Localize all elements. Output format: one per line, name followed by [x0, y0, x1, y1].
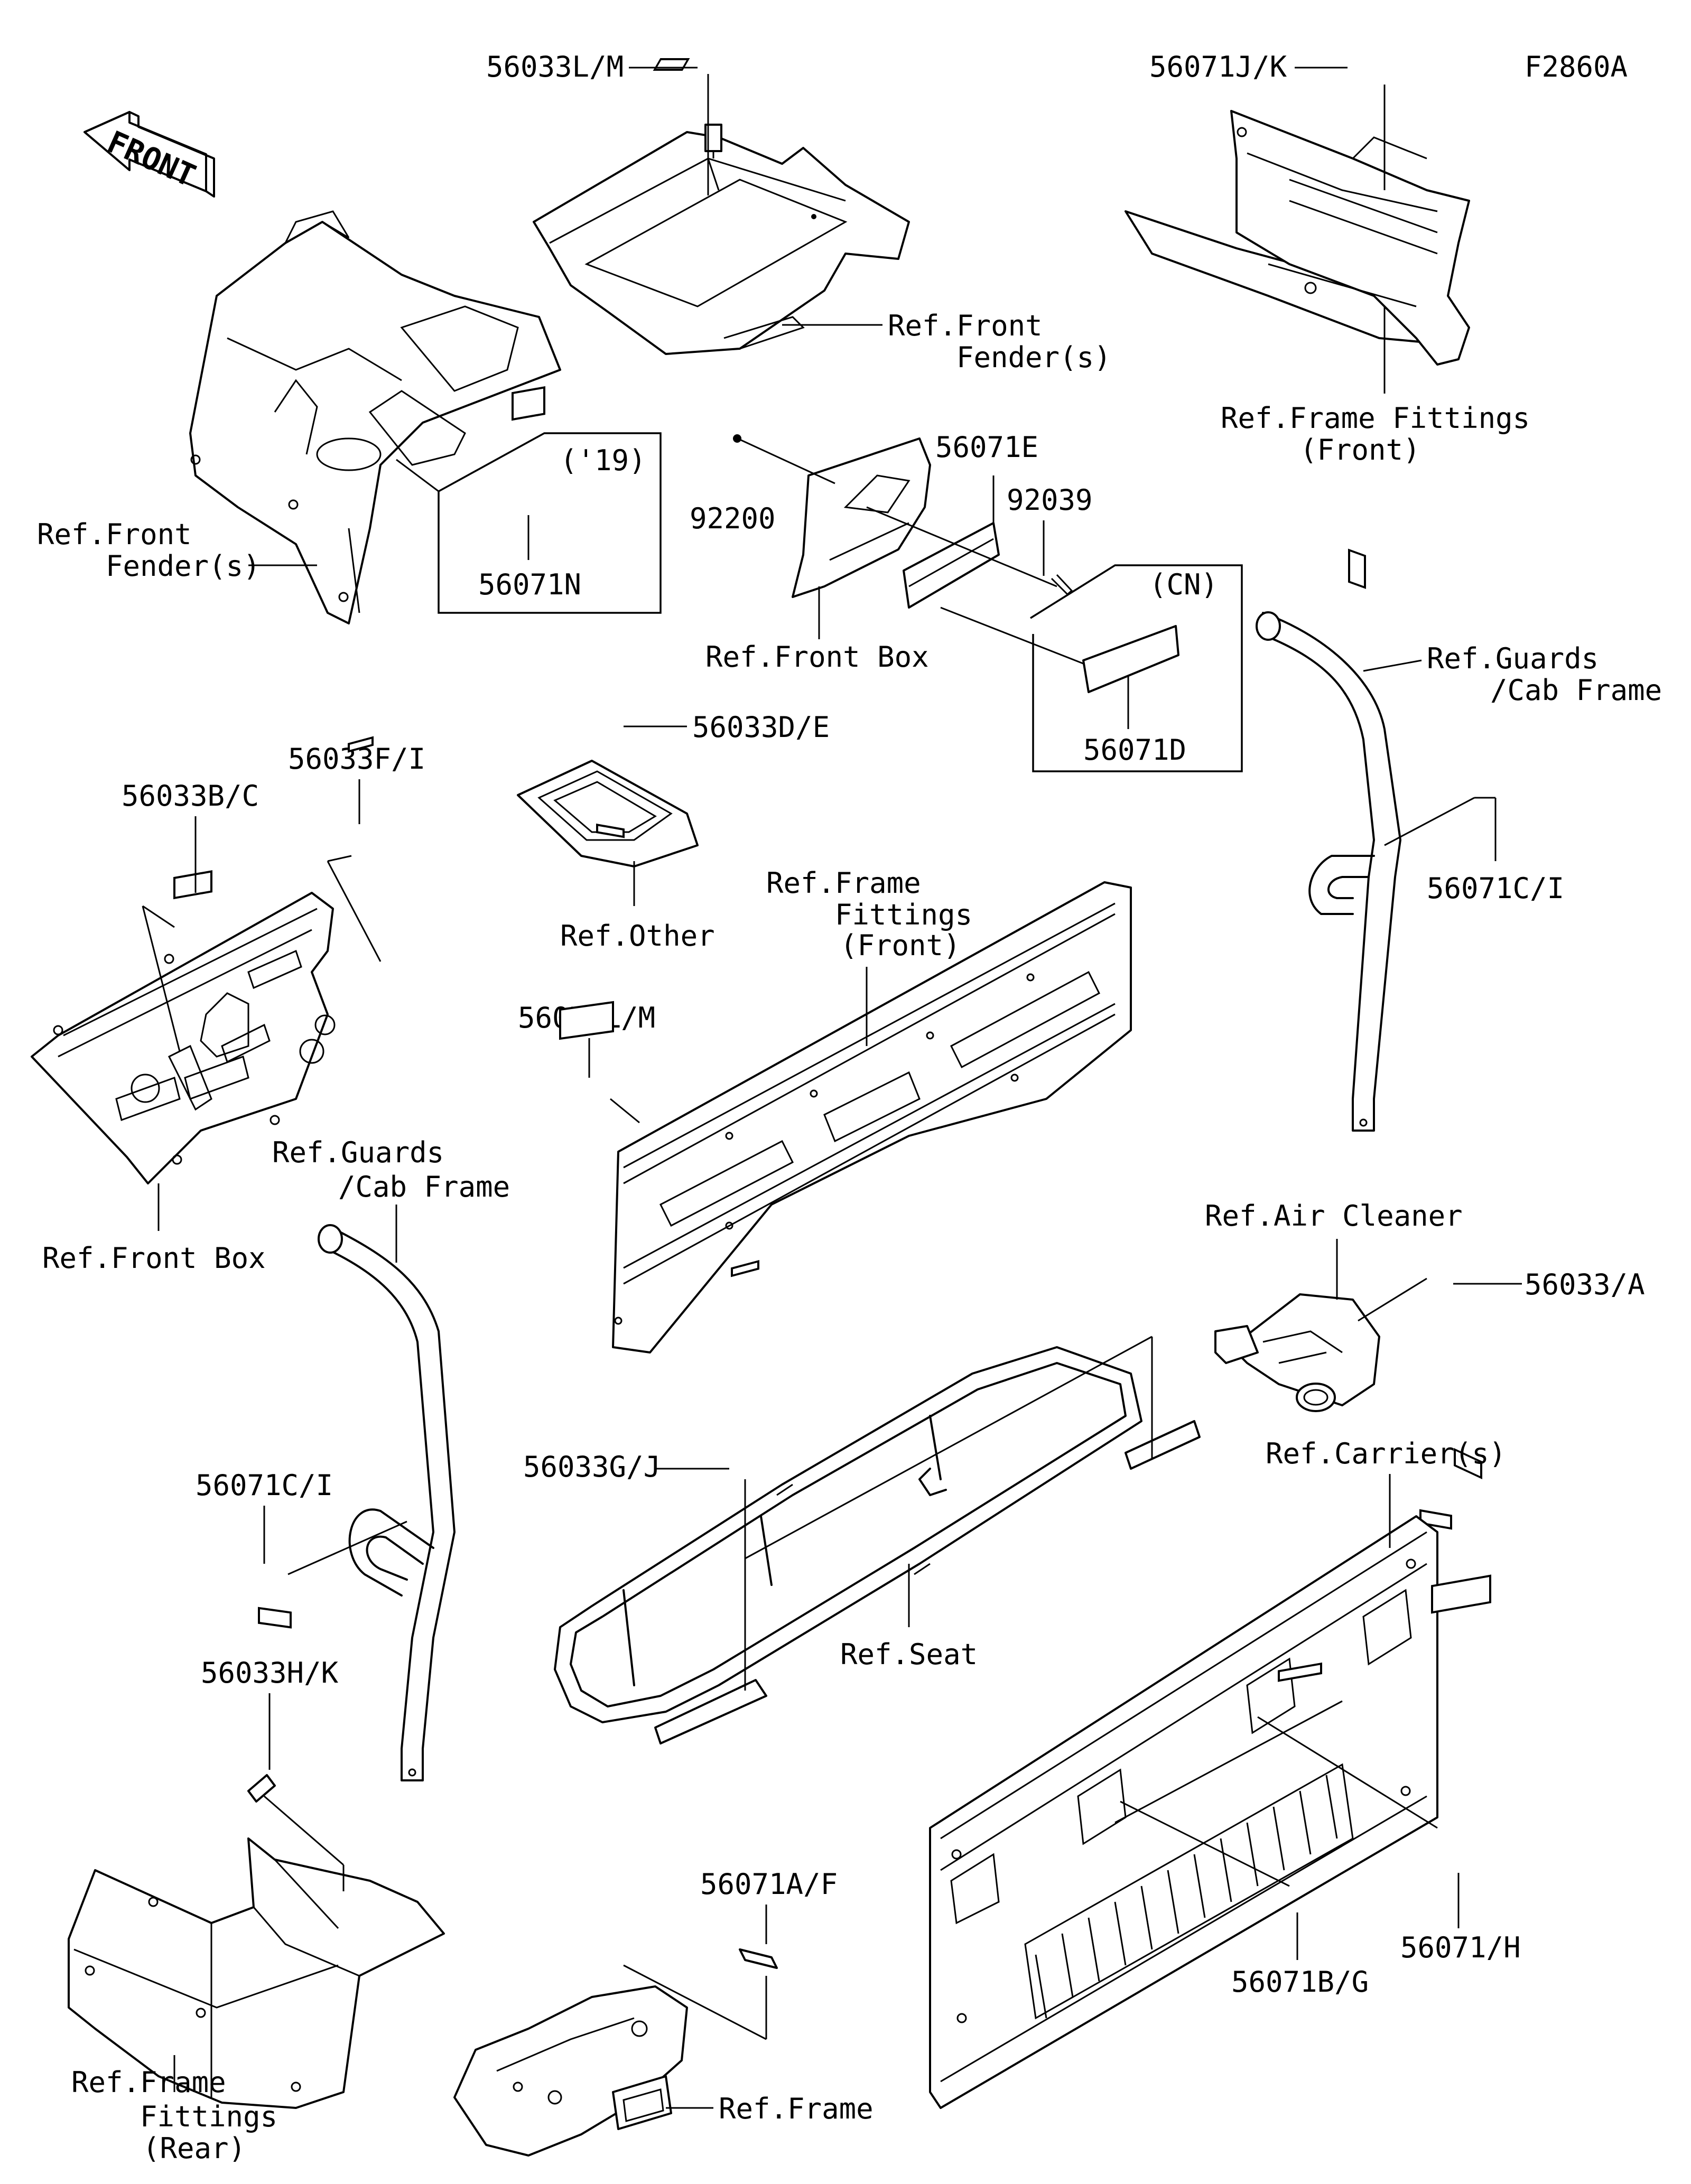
front-fender-part — [189, 210, 561, 624]
ref-carriers-label: Ref.Carrier(s) — [1266, 1437, 1506, 1470]
frame-fittings-front-part — [1125, 110, 1470, 366]
front-box-lid-part — [792, 437, 1000, 609]
seat-frame-part — [554, 1346, 1201, 1744]
ref-frame-label: Ref.Frame — [719, 2092, 874, 2125]
part-56071JK-label: 56071J/K — [1149, 50, 1287, 83]
ref-frame-fittings-front-label-2a: Ref.Frame — [766, 866, 921, 900]
part-56071H-label: 56071/H — [1400, 1931, 1521, 1964]
part-56033GJ-label: 56033G/J — [523, 1450, 661, 1483]
ref-frame-fittings-rear-label-b: Fittings — [140, 2100, 277, 2133]
cn-group: (CN) 56071D — [1030, 564, 1243, 772]
decal-56071H — [1431, 1574, 1491, 1614]
ref-other-label: Ref.Other — [560, 919, 715, 953]
ref-guards-cab-label-2b: /Cab Frame — [338, 1170, 510, 1203]
decal-56071JK — [1348, 548, 1366, 589]
ref-frame-fittings-front-label-1b: (Front) — [1300, 433, 1420, 466]
ref-guards-cab-label-1a: Ref.Guards — [1427, 642, 1599, 675]
part-56033BC-label: 56033B/C — [122, 779, 259, 813]
part-56033DE-label: 56033D/E — [692, 711, 830, 744]
year-19-group: ('19) 56071N — [438, 386, 662, 614]
ref-front-fenders-label-2a: Ref.Front — [888, 309, 1043, 342]
decal-56071D — [1082, 625, 1179, 693]
part-56033A-label: 56033/A — [1525, 1268, 1645, 1301]
ref-front-fenders-label-1b: Fender(s) — [106, 549, 261, 583]
decal-56071LM — [559, 1001, 614, 1040]
front-arrow-icon: FRONT — [83, 111, 215, 198]
ref-front-box-label-1: Ref.Front Box — [705, 640, 929, 674]
decal-56071N — [512, 386, 545, 421]
ref-guards-cab-label-2a: Ref.Guards — [272, 1136, 444, 1169]
dash-panel-part — [31, 892, 336, 1184]
cab-frame-guard-left-part — [318, 1224, 456, 1781]
decal-56033FI — [348, 736, 374, 753]
part-56071AF-label: 56071A/F — [700, 1868, 838, 1901]
shift-boot-part — [517, 760, 699, 867]
decal-56071CI-1 — [1454, 1448, 1482, 1479]
bed-panel-part — [612, 881, 1132, 1354]
cab-frame-guard-right-part — [1256, 611, 1401, 1132]
ref-frame-fittings-front-label-1a: Ref.Frame Fittings — [1221, 402, 1530, 435]
ref-front-fenders-label-1a: Ref.Front — [37, 518, 192, 551]
part-56071CI-label-1: 56071C/I — [1427, 872, 1564, 905]
ref-front-box-label-2: Ref.Front Box — [42, 1242, 266, 1275]
air-cleaner-part — [1214, 1293, 1380, 1412]
ref-frame-fittings-rear-label-a: Ref.Frame — [71, 2066, 226, 2099]
decal-56071CI-2 — [258, 1607, 292, 1629]
part-92039-label: 92039 — [1007, 483, 1093, 517]
diagram-code: F2860A — [1525, 50, 1628, 83]
part-92200-label: 92200 — [690, 502, 776, 535]
ref-front-fenders-label-2b: Fender(s) — [956, 341, 1111, 374]
decal-56071AF — [739, 1948, 778, 1969]
ref-frame-fittings-front-label-2b: Fittings — [835, 898, 972, 931]
part-56071BG-label: 56071B/G — [1231, 1965, 1369, 1999]
ref-guards-cab-label-1b: /Cab Frame — [1490, 674, 1662, 707]
ref-seat-label: Ref.Seat — [840, 1638, 978, 1671]
year-19-label: ('19) — [560, 444, 646, 477]
part-56071CI-label-2: 56071C/I — [196, 1469, 333, 1502]
decal-56033BC — [173, 870, 212, 900]
decal-56033GJ — [731, 1259, 759, 1277]
decal-56033HK — [247, 1774, 276, 1803]
ref-frame-fittings-front-label-2c: (Front) — [840, 929, 961, 962]
ref-air-cleaner-label: Ref.Air Cleaner — [1205, 1199, 1463, 1233]
part-56071N-label: 56071N — [478, 568, 581, 601]
ref-frame-fittings-rear-label-c: (Rear) — [143, 2132, 246, 2165]
frame-fittings-rear-part — [68, 1837, 445, 2109]
decal-56033DE — [596, 823, 625, 838]
part-56071E-label: 56071E — [935, 431, 1038, 464]
cn-label: (CN) — [1149, 568, 1218, 601]
decal-56071BG — [1278, 1662, 1322, 1682]
carrier-tailgate-part — [929, 1515, 1438, 2109]
part-56071D-label: 56071D — [1083, 733, 1186, 767]
part-56033HK-label: 56033H/K — [201, 1656, 339, 1690]
center-floor-panel-part — [533, 124, 910, 355]
part-56033LM-label: 56033L/M — [486, 50, 624, 83]
frame-hitch-part — [453, 1985, 688, 2157]
